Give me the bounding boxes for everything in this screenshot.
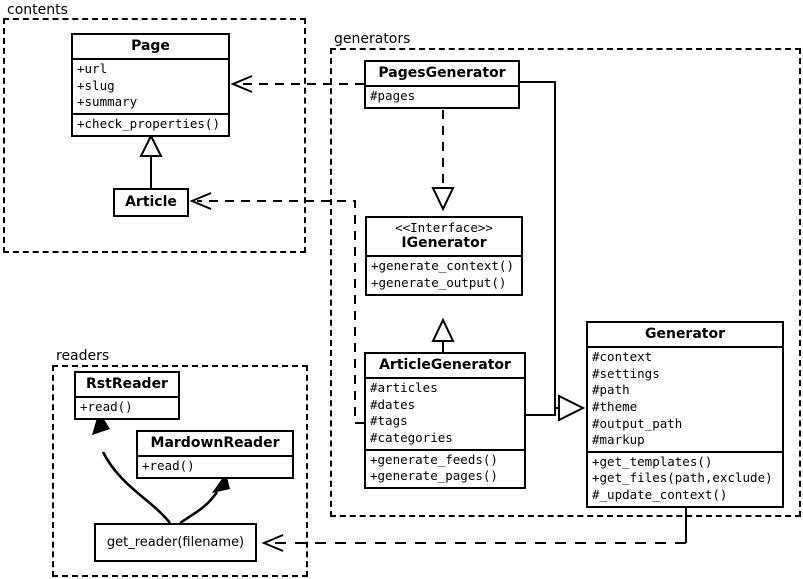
operation-row: +generate_output() [371, 275, 507, 290]
attribute-row: #articles [370, 380, 438, 395]
operation-row: #_update_context() [592, 487, 728, 502]
operation-row: +read() [142, 458, 195, 473]
attribute-row: #settings [592, 365, 660, 381]
attribute-row: #dates [370, 396, 416, 412]
package-generators-label: generators [332, 31, 414, 47]
class-rst-reader[interactable]: RstReader +read() [74, 371, 180, 420]
class-generator-operations: +get_templates() +get_files(path,exclude… [588, 450, 782, 506]
class-page-name: Page [131, 38, 170, 54]
class-igenerator[interactable]: <<Interface>> IGenerator +generate_conte… [365, 216, 523, 296]
class-mardown-reader[interactable]: MardownReader +read() [136, 430, 294, 479]
attribute-row: #markup [592, 432, 645, 448]
class-article-generator-attributes: #articles #dates #tags #categories [366, 377, 524, 449]
class-article-generator-operations: +generate_feeds() +generate_pages() [366, 448, 524, 487]
function-get-reader[interactable]: get_reader(filename) [94, 523, 257, 562]
operation-row: +get_templates() [592, 453, 713, 469]
attribute-row: #categories [370, 429, 453, 445]
class-igenerator-stereotype: <<Interface>> [395, 220, 493, 235]
class-page-attributes: +url +slug +summary [73, 58, 228, 113]
attribute-row: +url [77, 61, 108, 76]
attribute-row: #context [592, 349, 653, 364]
class-pages-generator-attributes: #pages [366, 85, 518, 107]
package-contents-label: contents [5, 2, 71, 18]
operation-row: +generate_feeds() [370, 451, 498, 467]
class-pages-generator-name: PagesGenerator [378, 65, 506, 81]
attribute-row: #pages [370, 88, 416, 103]
class-article-generator-name: ArticleGenerator [379, 357, 511, 373]
attribute-row: #path [592, 382, 630, 398]
class-page-operations: +check_properties() [73, 112, 228, 135]
package-readers-label: readers [54, 348, 113, 364]
class-mardown-reader-operations: +read() [138, 455, 292, 477]
operation-row: +generate_context() [371, 258, 514, 274]
class-article-generator[interactable]: ArticleGenerator #articles #dates #tags … [364, 352, 526, 489]
attribute-row: +summary [77, 94, 138, 110]
operation-row: +get_files(path,exclude) [592, 470, 773, 486]
class-rst-reader-name: RstReader [86, 376, 168, 392]
class-rst-reader-operations: +read() [76, 396, 178, 418]
attribute-row: #tags [370, 413, 408, 429]
attribute-row: #theme [592, 398, 638, 414]
class-generator-name: Generator [644, 326, 725, 342]
class-mardown-reader-name: MardownReader [150, 435, 280, 451]
class-article[interactable]: Article [113, 188, 189, 217]
attribute-row: #output_path [592, 415, 683, 431]
class-igenerator-operations: +generate_context() +generate_output() [367, 255, 521, 293]
class-pages-generator[interactable]: PagesGenerator #pages [364, 60, 520, 109]
package-readers [52, 365, 308, 577]
operation-row: +read() [80, 399, 133, 414]
class-generator-attributes: #context #settings #path #theme #output_… [588, 346, 782, 451]
class-article-name: Article [125, 194, 177, 210]
class-igenerator-name: IGenerator [401, 235, 487, 252]
operation-row: +check_properties() [77, 115, 220, 131]
package-contents [3, 18, 306, 253]
operation-row: +generate_pages() [370, 468, 498, 484]
class-generator[interactable]: Generator #context #settings #path #them… [586, 321, 784, 508]
attribute-row: +slug [77, 77, 115, 93]
class-page[interactable]: Page +url +slug +summary +check_properti… [71, 33, 230, 137]
function-get-reader-label: get_reader(filename) [106, 535, 245, 550]
